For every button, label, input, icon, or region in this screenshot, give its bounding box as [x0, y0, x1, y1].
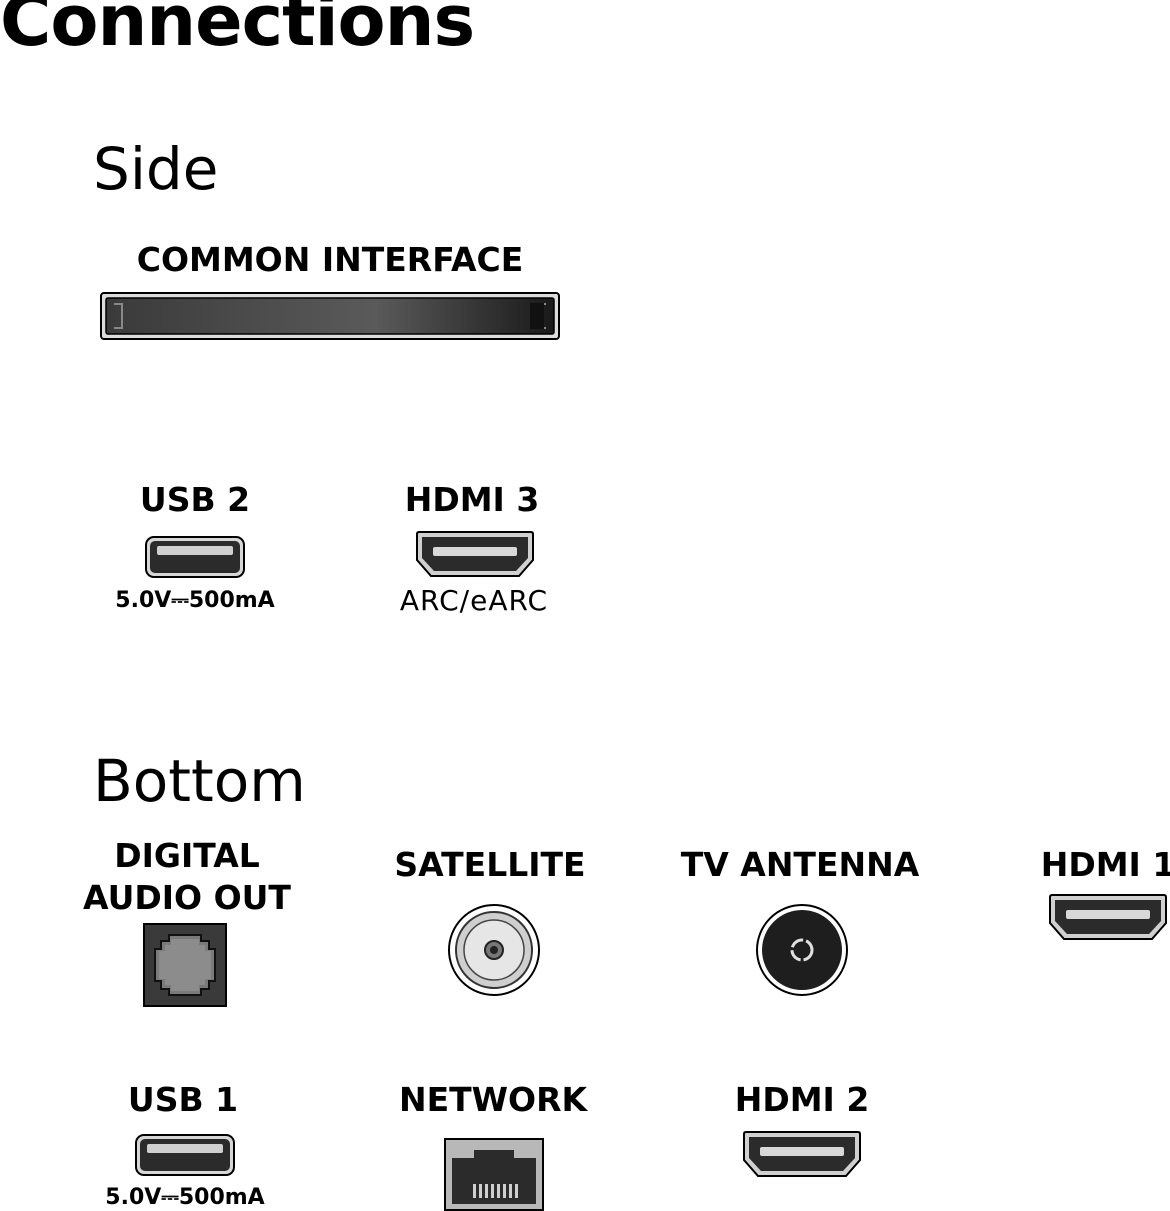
ci-slot-icon — [100, 292, 560, 340]
coax-antenna-icon — [756, 904, 848, 996]
usb2-rating: 5.0V⎓500mA — [115, 588, 275, 613]
hdmi-port-icon — [1049, 894, 1167, 940]
section-bottom-heading: Bottom — [93, 747, 306, 815]
hdmi1-label: HDMI 1 — [1040, 845, 1170, 884]
satellite-label: SATELLITE — [394, 845, 586, 884]
usb2-label: USB 2 — [139, 480, 251, 519]
digital-audio-out-label-line1: DIGITAL — [114, 836, 260, 875]
hdmi-port-icon — [416, 531, 534, 577]
hdmi-port-icon — [743, 1131, 861, 1177]
common-interface-label: COMMON INTERFACE — [136, 240, 524, 279]
ethernet-port-icon — [444, 1138, 544, 1211]
hdmi3-label: HDMI 3 — [404, 480, 540, 519]
network-label: NETWORK — [398, 1080, 588, 1119]
hdmi2-label: HDMI 2 — [734, 1080, 870, 1119]
page-title: Connections — [0, 0, 475, 62]
usb1-label: USB 1 — [127, 1080, 239, 1119]
tv-antenna-label: TV ANTENNA — [680, 845, 920, 884]
usb-port-icon — [145, 536, 245, 578]
usb1-rating: 5.0V⎓500mA — [105, 1185, 265, 1210]
optical-port-icon — [143, 923, 227, 1007]
section-side-heading: Side — [93, 135, 219, 203]
hdmi3-note: ARC/eARC — [399, 584, 549, 617]
digital-audio-out-label-line2: AUDIO OUT — [83, 878, 291, 917]
usb-port-icon — [135, 1134, 235, 1176]
coax-satellite-icon — [448, 904, 540, 996]
